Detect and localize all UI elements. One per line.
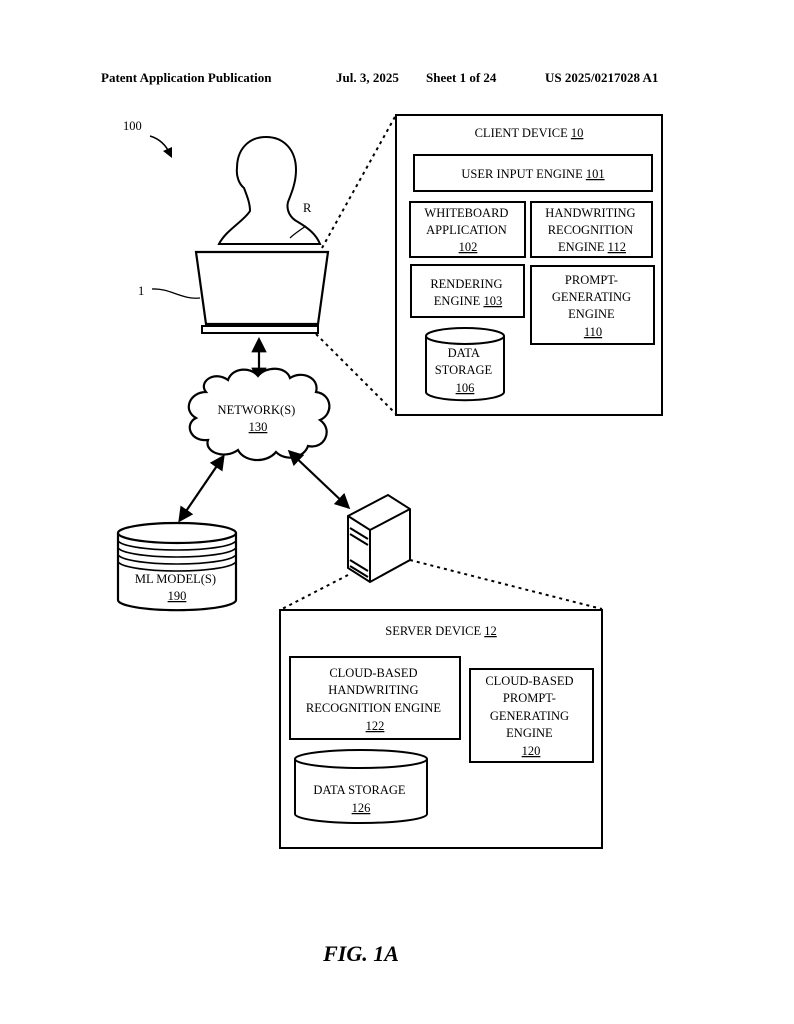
header-patent-number: US 2025/0217028 A1 bbox=[545, 70, 658, 85]
ref-laptop-1: 1 bbox=[138, 284, 144, 298]
user-silhouette bbox=[217, 135, 322, 245]
header-date: Jul. 3, 2025 bbox=[336, 70, 399, 85]
handwriting-recognition-engine-box bbox=[530, 201, 653, 258]
network-cloud bbox=[187, 367, 331, 462]
zoom-line-top bbox=[321, 114, 397, 249]
network-ml-connection bbox=[178, 454, 225, 523]
cloud-handwriting-recognition-engine-box bbox=[289, 656, 461, 740]
ref-user-r: R bbox=[303, 201, 312, 215]
client-data-storage-cylinder bbox=[425, 336, 505, 402]
server-zoom-line-left bbox=[281, 574, 349, 610]
cloud-handwriting-recognition-engine-label: CLOUD-BASED HANDWRITING RECOGNITION ENGI… bbox=[306, 666, 444, 733]
whiteboard-application-box bbox=[409, 201, 526, 258]
ref-laptop-leader bbox=[151, 288, 201, 299]
network-server-connection bbox=[287, 449, 351, 510]
laptop-base bbox=[201, 325, 319, 334]
ref-100-arrowhead bbox=[163, 147, 172, 158]
whiteboard-application-label: WHITEBOARD APPLICATION 102 bbox=[424, 206, 511, 254]
ref-100: 100 bbox=[123, 119, 142, 133]
server-zoom-line-right bbox=[409, 559, 603, 610]
network-label: NETWORK(S) 130 bbox=[218, 403, 299, 434]
header-sheet: Sheet 1 of 24 bbox=[426, 70, 497, 85]
user-input-engine-label: USER INPUT ENGINE 101 bbox=[461, 167, 604, 181]
figure-caption: FIG. 1A bbox=[322, 941, 399, 966]
cloud-prompt-generating-engine-label: CLOUD-BASED PROMPT- GENERATING ENGINE 12… bbox=[485, 674, 576, 758]
server-data-storage-cylinder bbox=[294, 759, 428, 824]
cloud-prompt-generating-engine-box bbox=[469, 668, 594, 763]
client-device-title: CLIENT DEVICE 10 bbox=[475, 126, 584, 140]
ml-models-label: ML MODEL(S) 190 bbox=[135, 572, 219, 603]
server-data-storage-label: DATA STORAGE 126 bbox=[313, 783, 408, 815]
laptop-screen bbox=[194, 250, 330, 326]
rendering-engine-box bbox=[410, 264, 525, 318]
client-data-storage-label: DATA STORAGE 106 bbox=[435, 346, 496, 395]
server-data-storage-top bbox=[294, 749, 428, 769]
ml-models-database-rings bbox=[117, 539, 237, 572]
user-input-engine-box bbox=[413, 154, 653, 192]
server-tower-slots bbox=[349, 527, 369, 578]
server-tower-edges bbox=[347, 508, 411, 582]
header-publication: Patent Application Publication bbox=[101, 70, 272, 85]
zoom-line-bottom bbox=[315, 333, 397, 415]
rendering-engine-label: RENDERING ENGINE 103 bbox=[430, 277, 505, 308]
prompt-generating-engine-box bbox=[530, 265, 655, 345]
ml-models-database-top bbox=[116, 521, 238, 545]
handwriting-recognition-engine-label: HANDWRITING RECOGNITION ENGINE 112 bbox=[545, 206, 638, 254]
prompt-generating-engine-label: PROMPT- GENERATING ENGINE 110 bbox=[552, 273, 634, 339]
server-device-title: SERVER DEVICE 12 bbox=[385, 624, 497, 638]
ref-user-leader bbox=[289, 225, 307, 239]
client-data-storage-top bbox=[425, 327, 505, 345]
